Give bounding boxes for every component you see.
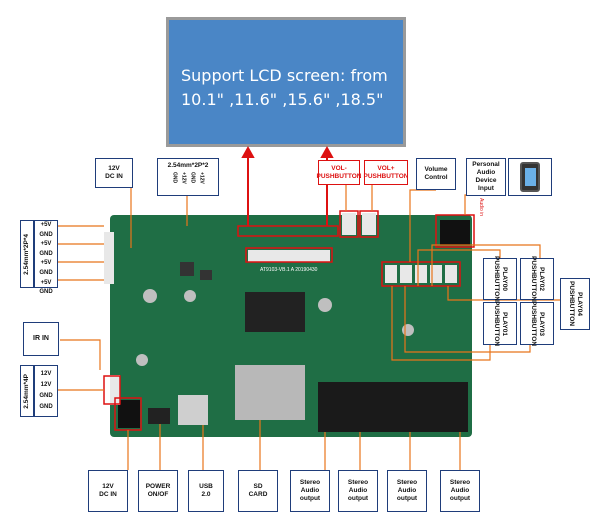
lcd-screen: Support LCD screen: from 10.1" ,11.6" ,1… xyxy=(166,17,406,147)
lcd-text-line1: Support LCD screen: from xyxy=(181,66,388,85)
play02-label: PLAY02 PUSHBUTTON xyxy=(520,256,554,302)
main-chip xyxy=(245,292,305,332)
audio-jacks-block xyxy=(318,382,468,432)
dc-jack xyxy=(118,400,140,428)
sd-card-label: SD CARD xyxy=(238,470,278,512)
header-strip xyxy=(248,250,330,262)
stereo-output-3-label: Stereo Audio output xyxy=(387,470,427,512)
usb-port xyxy=(178,395,208,425)
sd-slot xyxy=(235,365,305,420)
play04-label: PLAY04 PUSHBUTTON xyxy=(560,278,590,330)
usb-label: USB 2.0 xyxy=(188,470,224,512)
audio-in-note: Audio in xyxy=(478,198,484,217)
volume-control-label: Volume Control xyxy=(416,158,456,190)
play03-label: PLAY03 PUSHBUTTON xyxy=(520,301,554,346)
dc-in-bottom-label: 12V DC IN xyxy=(88,470,128,512)
power-switch xyxy=(148,408,170,424)
pins-4p-list: 12V 12V GND GND xyxy=(34,365,58,417)
stereo-output-2-label: Stereo Audio output xyxy=(338,470,378,512)
play01-label: PLAY01 PUSHBUTTON xyxy=(483,301,517,346)
board-silkscreen: AT9103-VB.1 A 20190430 xyxy=(260,267,318,273)
stereo-output-1-label: Stereo Audio output xyxy=(290,470,330,512)
vol-minus-label: VOL- PUSHBUTTON xyxy=(316,160,362,185)
dc-in-top-label: 12V DC IN xyxy=(95,158,133,188)
left-pin-list: +5V GND +5V GND +5V GND +5V GND xyxy=(34,220,58,295)
header-4p-label: 2.54mm*4P xyxy=(20,365,34,417)
ir-in-label: IR IN xyxy=(23,322,59,356)
header-2p2-label: 2.54mm*2P*2 GND +12V GND +12V xyxy=(157,158,219,196)
lcd-text-line2: 10.1" ,11.6" ,15.6" ,18.5" xyxy=(181,90,384,109)
stereo-output-4-label: Stereo Audio output xyxy=(440,470,480,512)
audio-in-jack xyxy=(440,220,470,245)
vol-plus-label: VOL+ PUSHBUTTON xyxy=(363,160,409,185)
personal-audio-label: Personal Audio Device Input xyxy=(466,158,506,196)
header-2p4-label: 2.54mm*2P*4 xyxy=(20,220,34,288)
power-label: POWER ON/OF xyxy=(138,470,178,512)
play00-label: PLAY00 PUSHBUTTON xyxy=(483,256,517,302)
phone-icon xyxy=(508,158,552,196)
